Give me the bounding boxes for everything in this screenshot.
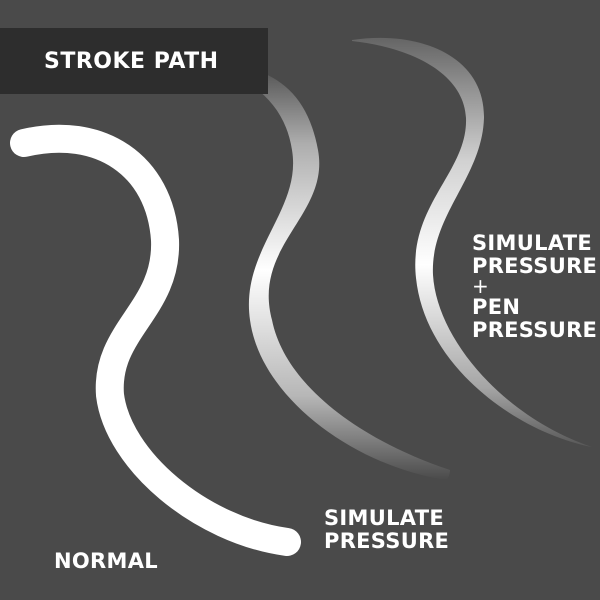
label-normal-text: NORMAL [54,549,158,573]
label-normal: NORMAL [54,550,158,573]
page-title: STROKE PATH [44,48,219,74]
label-combo-line-1: SIMULATE [472,231,592,255]
title-banner: STROKE PATH [0,28,268,94]
label-simulate-line-2: PRESSURE [324,528,450,553]
label-combo-line-4: PRESSURE [472,318,598,343]
simulate-pressure-stroke [205,60,450,480]
label-simulate-plus-pen-pressure: SIMULATE PRESSURE + PEN PRESSURE [472,232,597,342]
normal-stroke [10,124,301,556]
label-combo-line-3: PEN [472,295,521,320]
label-simulate-pressure: SIMULATE PRESSURE [324,507,449,552]
combined-pressure-stroke [352,37,592,447]
label-combo-plus: + [472,274,490,299]
label-simulate-line-1: SIMULATE [324,506,444,530]
label-combo-line-2: PRESSURE [472,253,598,278]
